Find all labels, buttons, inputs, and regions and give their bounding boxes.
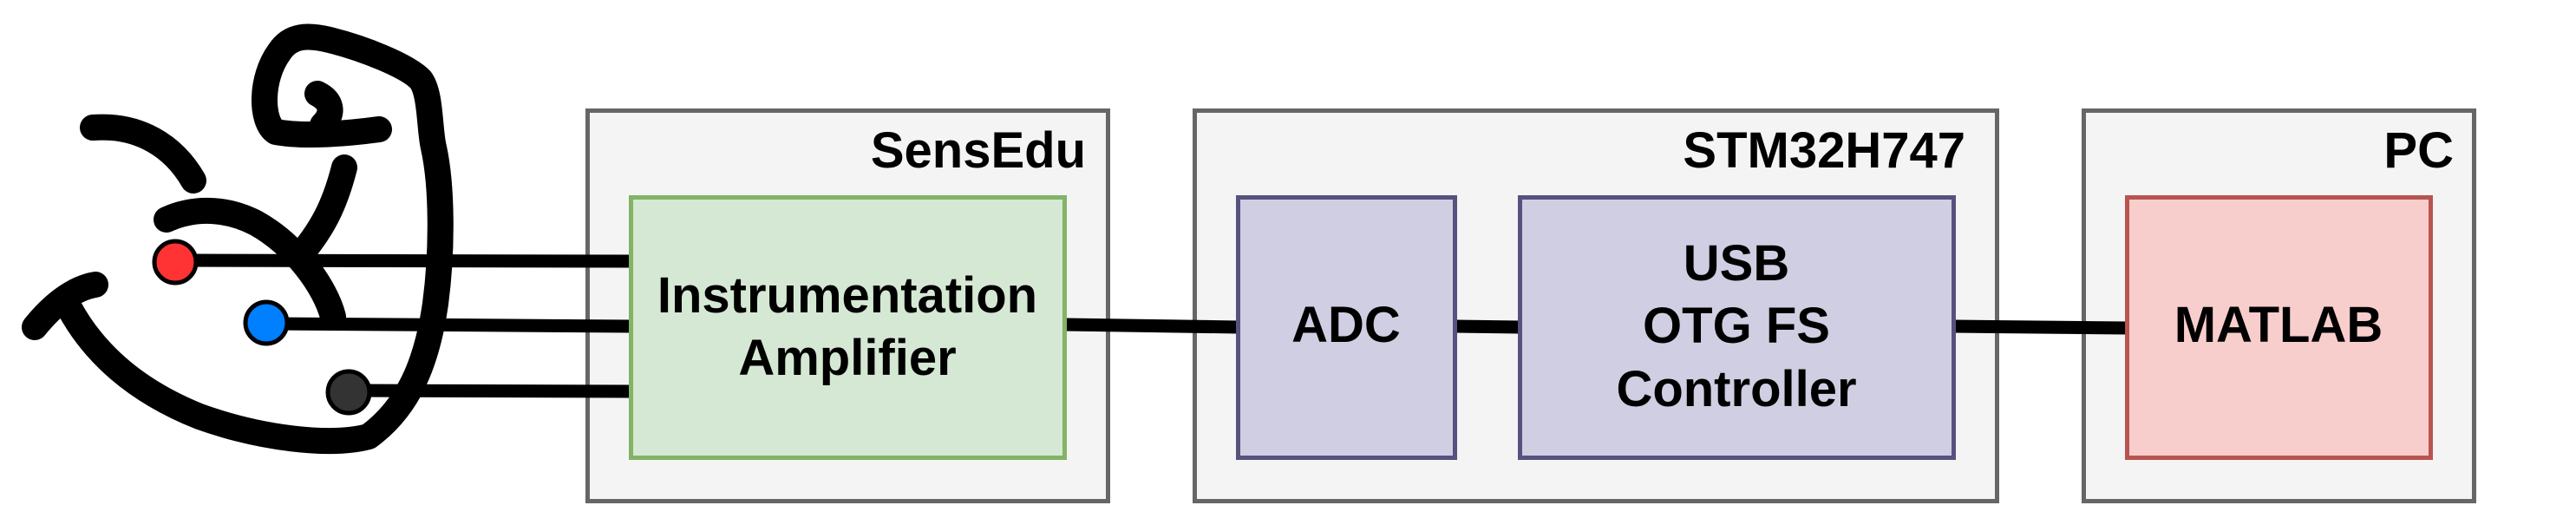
wire-amp-to-adc: [1064, 318, 1239, 334]
ear-arc-stroke: [80, 114, 206, 194]
block-label-controller: Controller: [1616, 361, 1856, 417]
block-usb-otg-fs-controller: [1518, 195, 1956, 460]
electrode-dark-icon: [325, 369, 372, 416]
electrode-blue-icon: [243, 299, 290, 346]
block-matlab: [2125, 195, 2433, 460]
block-instrumentation-amplifier: [629, 195, 1067, 460]
wire-adc-to-usb: [1455, 319, 1520, 334]
group-title-stm32h747: STM32H747: [1683, 122, 1965, 179]
block-adc: [1236, 195, 1457, 460]
block-label-matlab: MATLAB: [2174, 297, 2383, 353]
head-outline-stroke: [56, 23, 454, 455]
block-label-amplifier: Amplifier: [738, 330, 956, 386]
wire-usb-to-matlab: [1953, 319, 2128, 335]
electrode-red-icon: [152, 239, 199, 285]
block-label-usb: USB: [1684, 235, 1789, 292]
brow-arc-stroke: [154, 197, 346, 330]
head-curl-stroke: [304, 81, 343, 138]
group-title-sensedu: SensEdu: [871, 122, 1086, 179]
group-title-pc: PC: [2383, 122, 2454, 179]
nose-line-stroke: [289, 154, 357, 266]
wire-dark-to-amp: [350, 384, 631, 398]
block-label-otg-fs: OTG FS: [1643, 298, 1830, 354]
chin-hook-stroke: [22, 272, 108, 340]
head-doodle-icon: [22, 23, 454, 455]
wire-red-to-amp: [177, 253, 631, 268]
block-label-instrumentation: Instrumentation: [657, 267, 1037, 324]
block-label-adc: ADC: [1291, 297, 1401, 353]
